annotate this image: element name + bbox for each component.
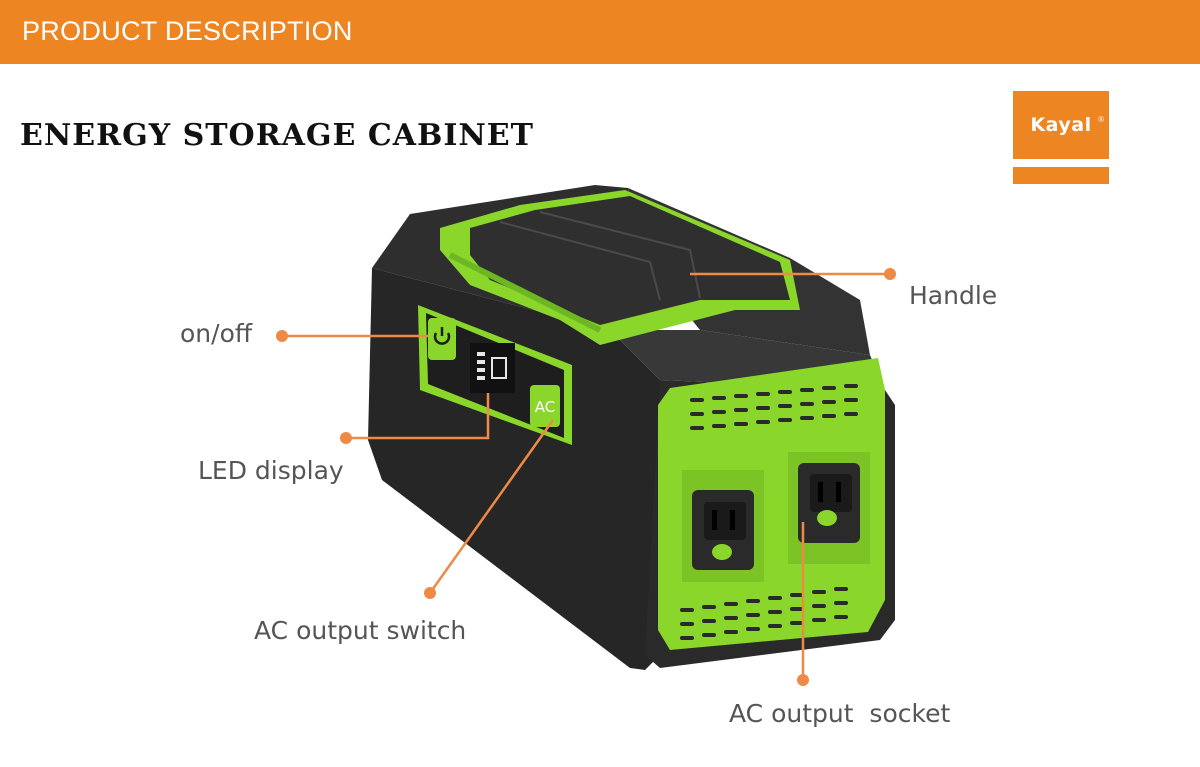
logo-box: Kayal ® — [1013, 91, 1109, 159]
callout-dot-on-off — [276, 330, 288, 342]
callout-lines — [282, 272, 890, 680]
banner-title: PRODUCT DESCRIPTION — [22, 16, 353, 46]
handle — [440, 190, 800, 345]
ac-output-switch[interactable] — [530, 385, 560, 427]
callout-dot-handle — [884, 268, 896, 280]
ac-socket-right — [798, 463, 860, 543]
control-panel: AC — [418, 305, 572, 445]
ac-button-label: AC — [535, 398, 555, 416]
label-led-display: LED display — [198, 456, 344, 485]
brand-logo: Kayal ® — [1013, 91, 1109, 184]
label-ac-output-switch: AC output switch — [254, 616, 467, 645]
registered-mark: ® — [1098, 115, 1104, 124]
logo-bar — [1013, 167, 1109, 184]
callout-dot-ac-switch — [424, 587, 436, 599]
callout-dot-ac-socket — [797, 674, 809, 686]
label-on-off: on/off — [180, 319, 253, 348]
header-banner: PRODUCT DESCRIPTION — [0, 0, 1200, 64]
front-panel — [658, 358, 885, 650]
page-title: ENERGY STORAGE CABINET — [20, 118, 534, 153]
bottom-vents — [680, 587, 848, 640]
power-button[interactable] — [428, 318, 456, 360]
top-vents — [690, 384, 858, 430]
ac-socket-left — [692, 490, 754, 570]
callout-line-ac-switch — [428, 419, 555, 594]
logo-text: Kayal — [1030, 114, 1092, 136]
label-handle: Handle — [909, 281, 998, 310]
callout-dot-led-display — [340, 432, 352, 444]
callout-line-led-display — [346, 393, 490, 440]
label-ac-output-socket: AC output socket — [729, 699, 951, 728]
power-icon — [433, 332, 451, 345]
callout-dots — [276, 268, 896, 686]
